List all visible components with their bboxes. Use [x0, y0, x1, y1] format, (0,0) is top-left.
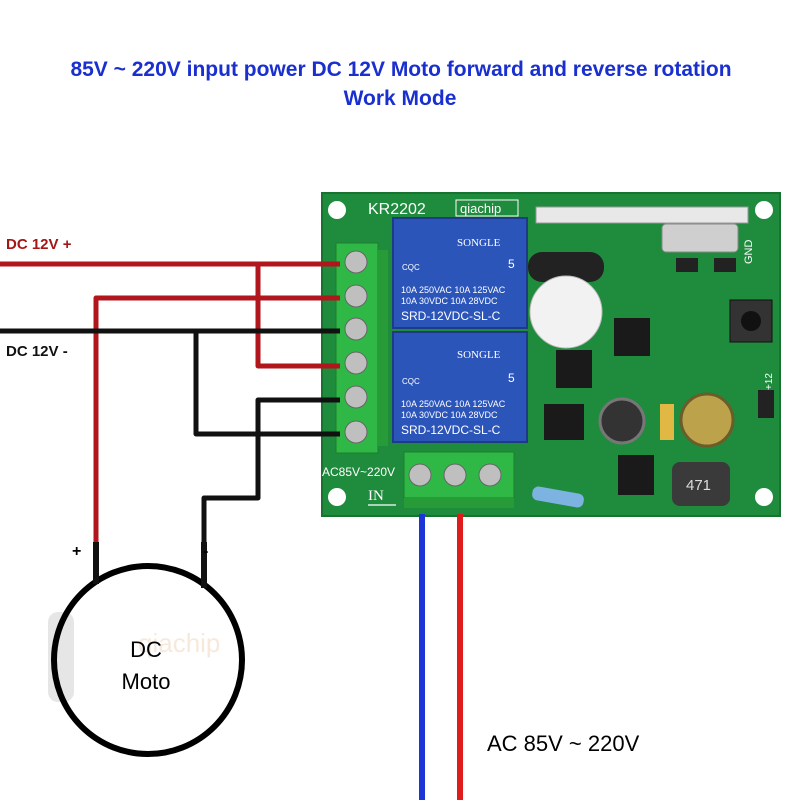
relay-spec1: 10A 250VAC 10A 125VAC: [401, 285, 506, 295]
terminal-screw: [344, 385, 368, 409]
motor-plus-label: +: [72, 543, 82, 560]
relay-pin: 5: [508, 257, 515, 271]
ic-chip: [544, 404, 584, 440]
diode: [758, 390, 774, 418]
dc-positive-label: DC 12V +: [6, 236, 72, 253]
motor-label-line1: DC: [130, 637, 162, 662]
antenna-module: [535, 206, 749, 224]
ac-input-terminal-block: [403, 451, 515, 508]
inductor: [672, 462, 730, 506]
plus12-label: +12: [764, 373, 775, 390]
dc-negative-wire: [0, 328, 340, 437]
relay-model: SRD-12VDC-SL-C: [401, 309, 501, 323]
resistor: [532, 486, 584, 508]
mounting-hole: [328, 488, 346, 506]
inductor-code: 471: [686, 477, 711, 494]
ic-chip: [618, 455, 654, 495]
diagram-title-line1: 85V ~ 220V input power DC 12V Moto forwa…: [70, 58, 732, 81]
watermark-text: qiachip: [138, 628, 220, 658]
relay-spec2: 10A 30VDC 10A 28VDC: [401, 296, 498, 306]
terminal-screw: [344, 250, 368, 274]
capacitor-small: [660, 404, 674, 440]
ac-input-wires: [419, 514, 463, 800]
motor-label: DC Moto: [116, 634, 176, 698]
dc-motor-circle: [51, 563, 245, 757]
relay-pin: 5: [508, 371, 515, 385]
capacitor: [679, 392, 735, 448]
relay-model: SRD-12VDC-SL-C: [401, 423, 501, 437]
motor-minus-label: -: [203, 543, 209, 560]
in-label: IN: [368, 488, 384, 504]
ac-terminal-label: AC85V~220V: [322, 465, 395, 479]
terminal-screw: [344, 284, 368, 308]
relay-brand: SONGLE: [457, 237, 501, 249]
buzzer: [529, 275, 603, 349]
relay-spec1: 10A 250VAC 10A 125VAC: [401, 399, 506, 409]
board-brand-label: qiachip: [460, 201, 501, 216]
ic-chip: [556, 350, 592, 388]
dc-negative-label: DC 12V -: [6, 343, 68, 360]
output-terminal-block: [335, 242, 388, 454]
ic-chip: [614, 318, 650, 356]
board-model-label: KR2202: [368, 201, 426, 218]
crystal-oscillator: [661, 223, 739, 253]
antenna-coil: [528, 252, 604, 282]
mounting-hole: [755, 201, 773, 219]
relay-cert: CQC: [402, 377, 420, 386]
motor-label-line2: Moto: [121, 669, 171, 694]
terminal-screw: [443, 463, 467, 487]
terminal-screw: [344, 351, 368, 375]
relay-1: SONGLE CQC 5 10A 250VAC 10A 125VAC 10A 3…: [392, 217, 528, 329]
terminal-screw: [478, 463, 502, 487]
mounting-hole: [755, 488, 773, 506]
diagram-title-line2: Work Mode: [343, 87, 457, 110]
ac-input-label: AC 85V ~ 220V: [487, 731, 640, 756]
smd-component: [676, 258, 698, 272]
terminal-screw: [408, 463, 432, 487]
smd-component: [714, 258, 736, 272]
capacitor: [598, 397, 646, 445]
relay-module-board: KR2202 qiachip GND +12 471: [321, 192, 781, 517]
terminal-screw: [344, 420, 368, 444]
motor-plus-wire: [93, 295, 340, 548]
relay-2: SONGLE CQC 5 10A 250VAC 10A 125VAC 10A 3…: [392, 331, 528, 443]
relay-brand: SONGLE: [457, 349, 501, 361]
relay-cert: CQC: [402, 263, 420, 272]
mounting-hole: [328, 201, 346, 219]
relay-spec2: 10A 30VDC 10A 28VDC: [401, 410, 498, 420]
motor-minus-wire: [201, 397, 340, 588]
gnd-label: GND: [743, 240, 755, 265]
terminal-screw: [344, 317, 368, 341]
